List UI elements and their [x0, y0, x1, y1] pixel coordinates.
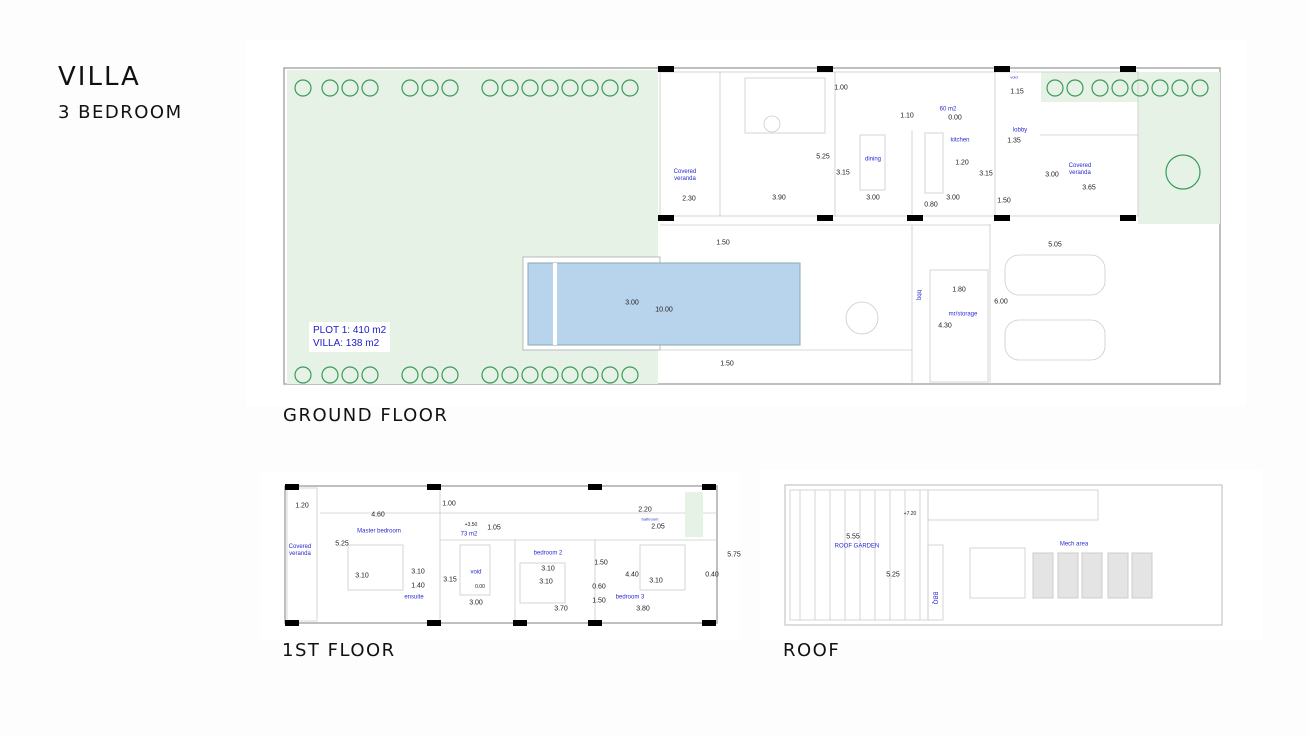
- dimension: 3.10: [411, 568, 425, 576]
- area-summary: PLOT 1: 410 m2 VILLA: 138 m2: [309, 322, 391, 352]
- dimension: 1.10: [900, 112, 914, 120]
- room-bedroom-3: bedroom 3: [615, 594, 645, 601]
- dimension: 1.00: [442, 500, 456, 508]
- caption-first-floor: 1ST FLOOR: [282, 640, 396, 661]
- dimension: 1.00: [834, 84, 848, 92]
- dimension: 3.10: [539, 578, 553, 586]
- pool-width: 3.00: [625, 299, 639, 307]
- page-title: VILLA: [58, 62, 141, 92]
- room-dining: dining: [864, 156, 882, 163]
- level-marker: 0.00: [948, 114, 962, 122]
- dimension: 3.90: [772, 194, 786, 202]
- caption-ground-floor: GROUND FLOOR: [283, 405, 449, 426]
- dimension: 1.80: [952, 286, 966, 294]
- dimension: 1.20: [955, 159, 969, 167]
- garden: [287, 70, 658, 384]
- room-area-ff: 73 m2: [460, 531, 478, 538]
- dimension: 3.15: [443, 576, 457, 584]
- room-covered-veranda-west: Covered veranda: [673, 168, 697, 182]
- dimension: 3.00: [946, 194, 960, 202]
- dimension: 5.25: [816, 153, 830, 161]
- dimension: 3.80: [636, 605, 650, 613]
- trees: [294, 79, 1209, 384]
- dimension: 4.40: [625, 571, 639, 579]
- dimension: 5.25: [335, 540, 349, 548]
- structural-columns: [658, 66, 1136, 221]
- dimension: 0.80: [924, 201, 938, 209]
- dimension: 4.30: [938, 322, 952, 330]
- dimension: 3.65: [1082, 184, 1096, 192]
- dimension: 3.15: [836, 169, 850, 177]
- garden-right: [1138, 102, 1220, 224]
- dimension: 3.70: [554, 605, 568, 613]
- plot-area: PLOT 1: 410 m2: [313, 325, 387, 336]
- room-area-gf: 60 m2: [939, 106, 957, 113]
- room-bathroom: bathroom: [641, 516, 659, 522]
- dimension: 3.00: [469, 599, 483, 607]
- caption-roof: ROOF: [783, 640, 841, 661]
- room-storage: mr/storage: [948, 311, 978, 318]
- dimension: 1.50: [592, 597, 606, 605]
- dimension: 4.60: [371, 511, 385, 519]
- room-covered-veranda-ff: Covered veranda: [288, 543, 312, 557]
- dimension: 5.05: [1048, 241, 1062, 249]
- dimension: 2.05: [651, 523, 665, 531]
- dimension: 1.50: [594, 559, 608, 567]
- dimension: 0.40: [705, 571, 719, 579]
- dimension: 0.60: [592, 583, 606, 591]
- level-marker: 0.00: [475, 584, 485, 590]
- room-mech-area: Mech area: [1059, 541, 1089, 548]
- room-void-gf: void: [1010, 74, 1018, 80]
- page-subtitle: 3 BEDROOM: [58, 102, 183, 123]
- villa-area: VILLA: 138 m2: [313, 338, 380, 349]
- dimension: 1.50: [997, 197, 1011, 205]
- dimension: 3.10: [355, 572, 369, 580]
- dimension: 3.00: [866, 194, 880, 202]
- dimension: 5.25: [886, 571, 900, 579]
- dimension: 1.35: [1007, 137, 1021, 145]
- room-bbq-roof: BBQ: [931, 591, 938, 605]
- level-marker: +7.20: [903, 511, 917, 517]
- room-bbq: bbq: [915, 289, 922, 301]
- room-void-ff: void: [470, 569, 482, 576]
- dimension: 5.55: [846, 533, 860, 541]
- dimension: 1.15: [1010, 88, 1024, 96]
- dimension: 5.75: [727, 551, 741, 559]
- dimension: 1.05: [487, 524, 501, 532]
- dimension: 3.00: [1045, 171, 1059, 179]
- dimension: 6.00: [994, 298, 1008, 306]
- dimension: 2.20: [638, 506, 652, 514]
- room-master-bedroom: Master bedroom: [357, 528, 401, 535]
- room-roof-garden: ROOF GARDEN: [834, 543, 880, 550]
- room-bedroom-2: bedroom 2: [533, 550, 563, 557]
- dimension: 3.15: [979, 170, 993, 178]
- dimension: 1.40: [411, 582, 425, 590]
- level-marker: +3.50: [464, 522, 478, 528]
- dimension: 1.50: [720, 360, 734, 368]
- dimension: 1.20: [295, 502, 309, 510]
- dimension: 1.50: [716, 239, 730, 247]
- dimension: 3.10: [649, 577, 663, 585]
- swimming-pool: [527, 262, 801, 346]
- room-kitchen: kitchen: [950, 137, 970, 144]
- room-lobby: lobby: [1012, 127, 1028, 134]
- room-ensuite: ensuite: [404, 594, 424, 601]
- pool-length: 10.00: [655, 306, 673, 314]
- dimension: 2.30: [682, 195, 696, 203]
- room-covered-veranda-east: Covered veranda: [1068, 162, 1092, 176]
- dimension: 3.10: [541, 565, 555, 573]
